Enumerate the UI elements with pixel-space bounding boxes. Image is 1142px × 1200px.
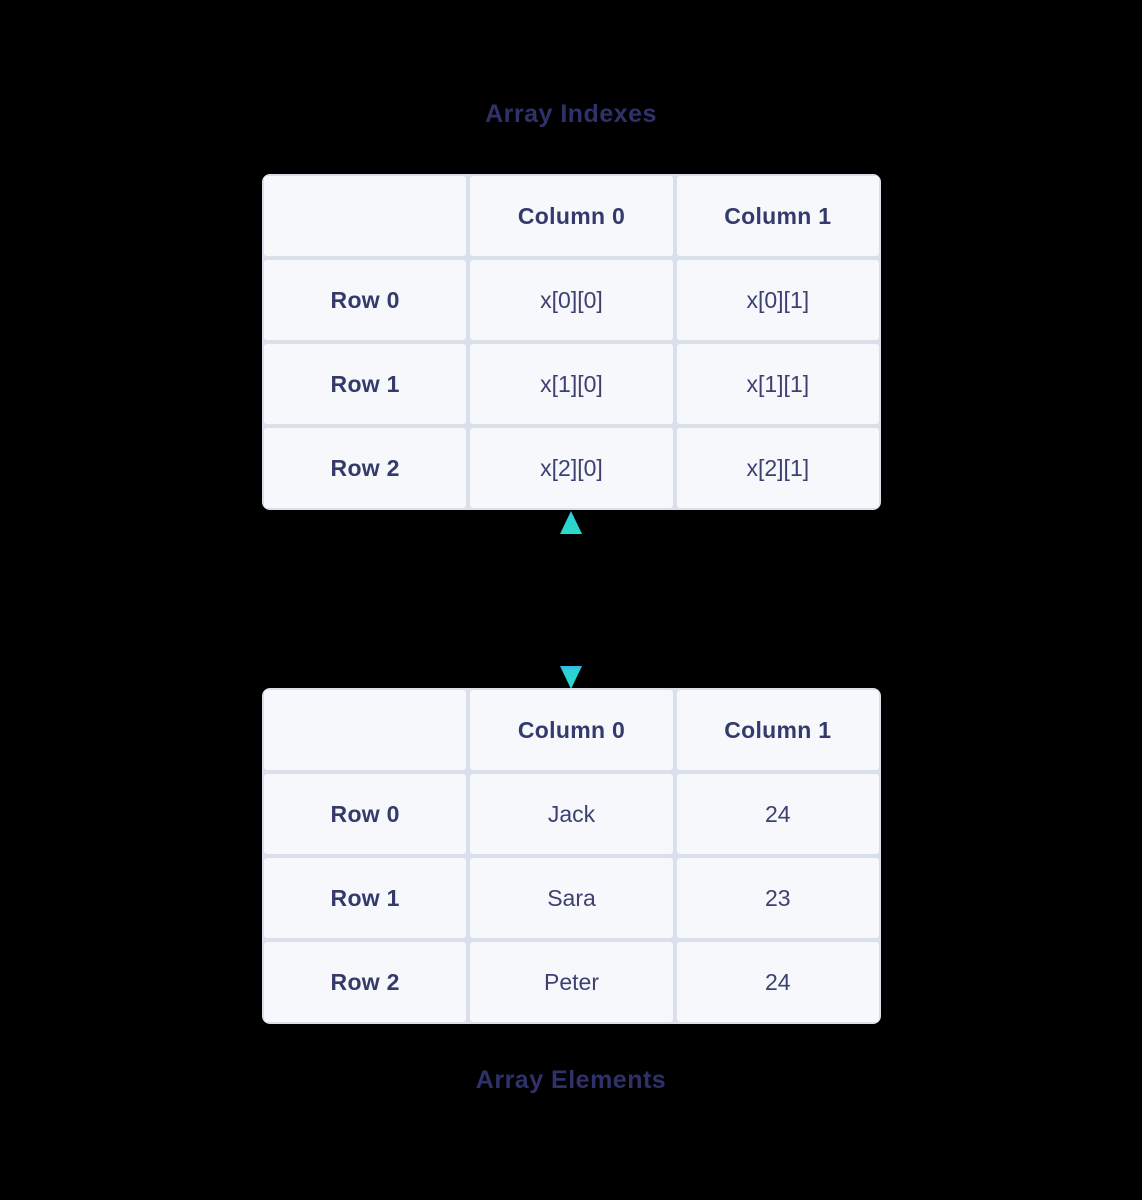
double-headed-arrow-icon (560, 511, 582, 689)
row-label-cell: Row 1 (264, 858, 467, 938)
table-cell: 23 (676, 858, 879, 938)
array-elements-title: Array Elements (475, 1066, 667, 1094)
table-cell: 24 (676, 774, 879, 854)
corner-cell (264, 176, 467, 256)
row-label-cell: Row 2 (264, 428, 467, 508)
table-cell: x[1][1] (676, 344, 879, 424)
column-header-cell: Column 1 (676, 690, 879, 770)
array-indexes-title: Array Indexes (485, 100, 657, 128)
row-label-cell: Row 0 (264, 774, 467, 854)
table-cell: x[0][0] (470, 260, 673, 340)
column-header-cell: Column 1 (676, 176, 879, 256)
table-cell: x[0][1] (676, 260, 879, 340)
table-cell: x[2][0] (470, 428, 673, 508)
row-label-cell: Row 0 (264, 260, 467, 340)
table-cell: Peter (470, 942, 673, 1022)
table-cell: 24 (676, 942, 879, 1022)
table-cell: Jack (470, 774, 673, 854)
table-cell: Sara (470, 858, 673, 938)
table-cell: x[1][0] (470, 344, 673, 424)
table-cell: x[2][1] (676, 428, 879, 508)
corner-cell (264, 690, 467, 770)
row-label-cell: Row 2 (264, 942, 467, 1022)
row-label-cell: Row 1 (264, 344, 467, 424)
column-header-cell: Column 0 (470, 176, 673, 256)
column-header-cell: Column 0 (470, 690, 673, 770)
